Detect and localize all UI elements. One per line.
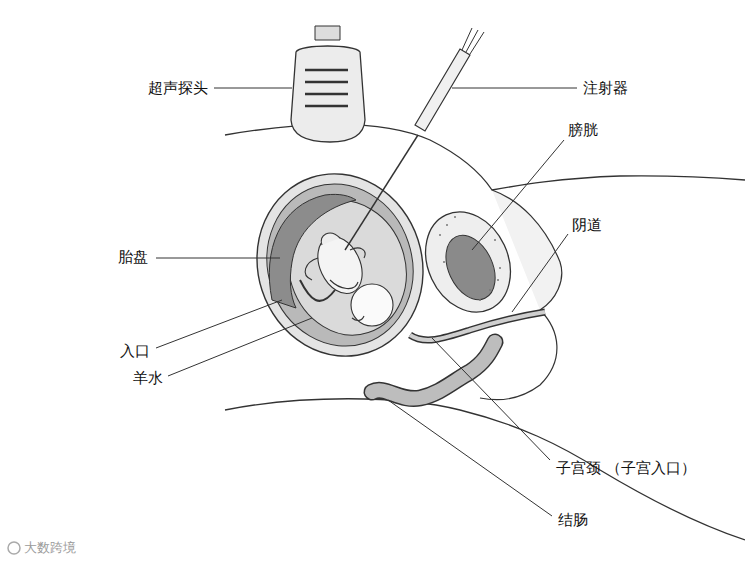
part-label: 胎盘 [118, 248, 148, 266]
part-label: 结肠 [558, 511, 588, 529]
part-label: 注射器 [583, 79, 628, 97]
part-label: 超声探头 [148, 79, 208, 97]
part-label: 膀胱 [568, 121, 598, 139]
part-label: 子宫颈 （子宫入口） [556, 459, 696, 477]
part-label: 阴道 [572, 216, 602, 234]
part-label: 羊水 [133, 369, 163, 387]
watermark: 大数跨境 [24, 539, 76, 557]
part-label: 入口 [120, 342, 150, 360]
